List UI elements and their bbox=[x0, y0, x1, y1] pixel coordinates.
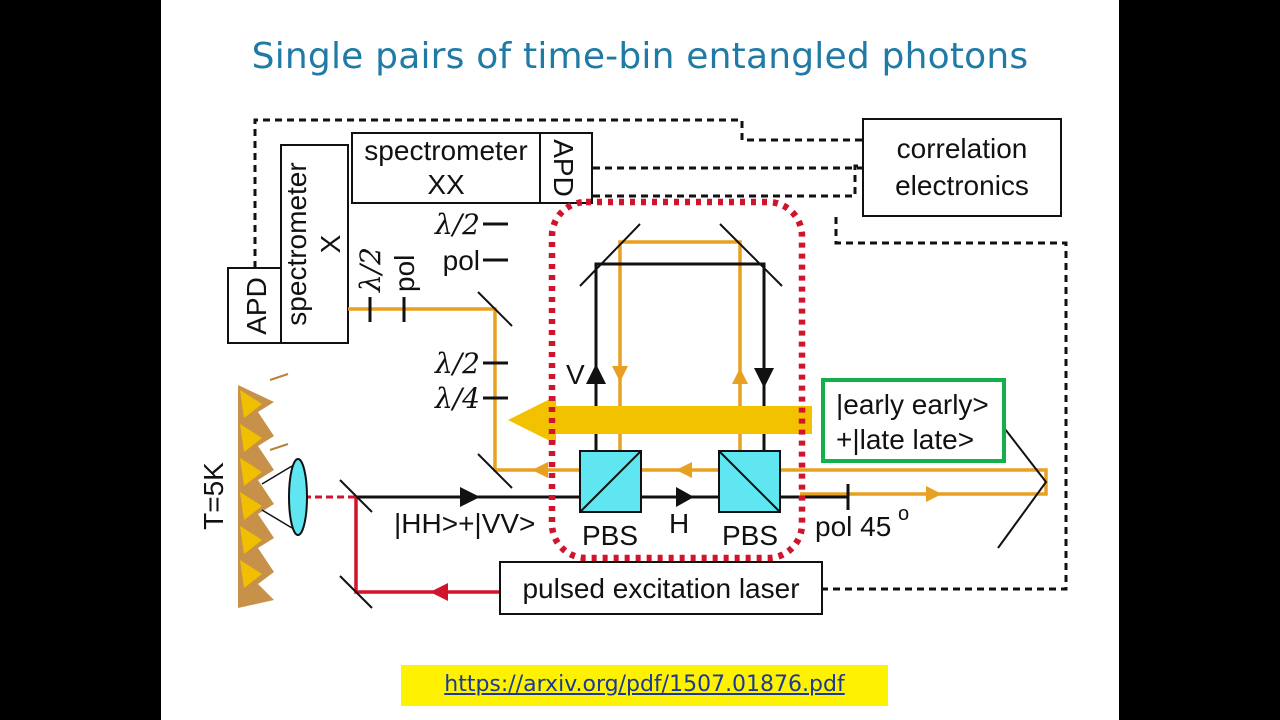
pulsed-laser-box: pulsed excitation laser bbox=[499, 561, 823, 615]
svg-text:λ/2: λ/2 bbox=[434, 347, 480, 380]
spectrometer-xx-box: spectrometer XX bbox=[351, 132, 541, 204]
objective-lens bbox=[261, 458, 308, 536]
svg-text:λ/2: λ/2 bbox=[434, 208, 480, 241]
waveplate-ticks bbox=[368, 222, 850, 510]
svg-text:λ/2: λ/2 bbox=[354, 247, 387, 293]
svg-text:pulsed excitation laser: pulsed excitation laser bbox=[522, 573, 799, 604]
temperature-label: T=5K bbox=[198, 462, 229, 530]
svg-text:+|late late>: +|late late> bbox=[836, 424, 974, 455]
svg-text:spectrometer: spectrometer bbox=[364, 135, 527, 166]
correlation-electronics-box: correlation electronics bbox=[862, 118, 1062, 217]
svg-text:XX: XX bbox=[427, 169, 465, 200]
apd-top-box: APD bbox=[539, 132, 593, 204]
svg-text:PBS: PBS bbox=[582, 520, 638, 551]
signal-cables bbox=[253, 118, 1068, 591]
waveplate-labels: λ/2 pol λ/2 pol λ/2 λ/4 bbox=[354, 208, 480, 415]
svg-text:correlation: correlation bbox=[897, 133, 1028, 164]
v-label: V bbox=[566, 359, 585, 390]
yellow-time-arrow bbox=[508, 396, 812, 444]
svg-text:spectrometer: spectrometer bbox=[281, 162, 312, 325]
pbs-cube-2: PBS bbox=[718, 450, 781, 551]
svg-text:X: X bbox=[315, 234, 346, 253]
mirrors bbox=[339, 223, 1048, 609]
spectrometer-x-box: spectrometer X bbox=[280, 144, 349, 344]
hhvv-label: |HH>+|VV> bbox=[394, 508, 535, 539]
orange-beam-arrows bbox=[532, 366, 942, 502]
arxiv-link[interactable]: https://arxiv.org/pdf/1507.01876.pdf bbox=[444, 672, 845, 697]
pbs-cube-1: PBS bbox=[579, 450, 642, 551]
black-beam-arrows bbox=[460, 364, 774, 507]
pol45-label: pol 45 bbox=[815, 511, 891, 542]
svg-text:electronics: electronics bbox=[895, 170, 1029, 201]
svg-text:PBS: PBS bbox=[722, 520, 778, 551]
apd-left-box: APD bbox=[227, 267, 282, 344]
svg-text:pol: pol bbox=[443, 245, 480, 276]
link-highlight bbox=[401, 665, 888, 706]
svg-text:APD: APD bbox=[241, 277, 272, 335]
svg-text:λ/4: λ/4 bbox=[434, 382, 480, 415]
entangled-state-box: |early early> +|late late> bbox=[821, 378, 1006, 463]
h-label: H bbox=[669, 508, 689, 539]
degree-label: o bbox=[898, 503, 909, 525]
svg-text:APD: APD bbox=[548, 139, 579, 197]
slide-title: Single pairs of time-bin entangled photo… bbox=[251, 36, 1029, 77]
quantum-dot-sample bbox=[238, 373, 289, 608]
interferometer-boundary bbox=[548, 198, 806, 562]
svg-text:|early early>: |early early> bbox=[836, 389, 989, 420]
svg-text:pol: pol bbox=[389, 255, 420, 292]
